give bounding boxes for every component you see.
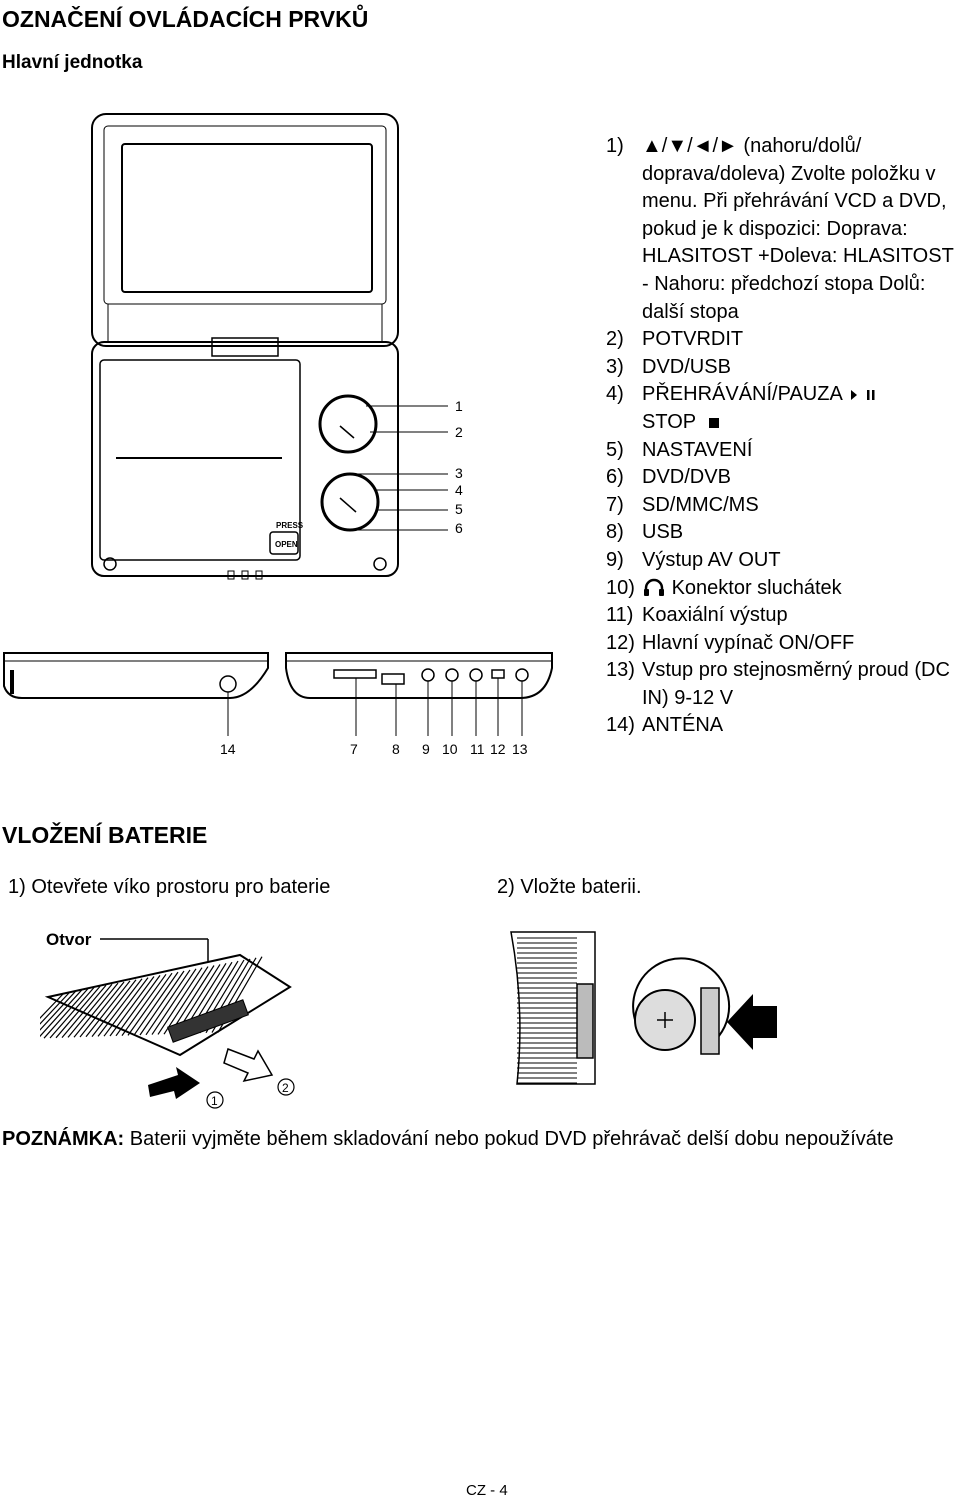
base-outline <box>91 341 399 577</box>
otvor-label: Otvor <box>46 930 92 949</box>
callout-14: 14 <box>220 741 236 757</box>
item-number: 3) <box>606 355 624 378</box>
note-label: POZNÁMKA: <box>2 1128 125 1150</box>
disc-lid <box>99 359 301 561</box>
item-number: 5) <box>606 438 624 461</box>
item-text: USB <box>642 521 684 544</box>
step-marker-2: 2 <box>282 1081 289 1095</box>
battery-step-2: 2) Vložte baterii. <box>497 876 642 898</box>
battery-heading: VLOŽENÍ BATERIE <box>2 822 208 848</box>
item-number: 10) <box>606 576 635 599</box>
callout-1: 1 <box>455 398 463 414</box>
battery-open-illustration: Otvor 1 2 <box>40 930 295 1109</box>
item-text: PŘEHRÁVÁNÍ/PAUZA <box>642 383 842 406</box>
side-view-left <box>3 652 269 699</box>
item-number: 2) <box>606 328 624 351</box>
side-view-right <box>285 652 553 699</box>
item-number: 14) <box>606 714 635 737</box>
battery-step-1: 1) Otevřete víko prostoru pro baterie <box>8 876 331 898</box>
callout-9: 9 <box>422 741 430 757</box>
item-text: DVD/DVB <box>642 466 731 489</box>
device-hatching <box>517 937 577 1084</box>
section-subtitle: Hlavní jednotka <box>2 52 143 73</box>
item-number: 11) <box>606 604 634 627</box>
list-item: 8) USB <box>606 519 960 547</box>
control-circle <box>320 472 380 532</box>
callout-2: 2 <box>455 424 463 440</box>
item-text: POTVRDIT <box>642 328 744 351</box>
callout-6: 6 <box>455 520 463 536</box>
callout-13: 13 <box>512 741 528 757</box>
callout-8: 8 <box>392 741 400 757</box>
callout-7: 7 <box>350 741 358 757</box>
open-label: OPEN <box>275 540 298 549</box>
nav-circle <box>318 394 378 454</box>
item-number: 4) <box>606 383 624 406</box>
screen <box>121 143 373 293</box>
battery-holder <box>632 957 731 1049</box>
callout-5: 5 <box>455 501 463 517</box>
callout-10: 10 <box>442 741 458 757</box>
press-label: PRESS <box>276 521 304 530</box>
list-item: 7) SD/MMC/MS <box>606 492 960 520</box>
item-text: Koaxiální výstup <box>642 604 788 627</box>
slide-arrow <box>223 1048 274 1083</box>
list-item: 2) POTVRDIT <box>606 326 960 354</box>
speaker-grille <box>107 303 383 343</box>
lid-outline <box>91 113 399 347</box>
stop-icon <box>709 417 720 428</box>
item-number: 12) <box>606 631 635 654</box>
list-item: 12) Hlavní vypínač ON/OFF <box>606 630 960 658</box>
item-text-stop: STOP <box>642 410 696 433</box>
page-title: OZNAČENÍ OVLÁDACÍCH PRVKŮ <box>2 6 369 32</box>
callout-12: 12 <box>490 741 506 757</box>
callout-11: 11 <box>470 741 485 757</box>
item-text: SD/MMC/MS <box>642 493 759 516</box>
push-arrow <box>148 1067 200 1099</box>
item-text: Konektor sluchátek <box>671 576 842 599</box>
list-item: 5) NASTAVENÍ <box>606 437 960 465</box>
item-number: 6) <box>606 466 624 489</box>
note-text: Baterii vyjměte během skladování nebo po… <box>124 1128 894 1150</box>
insert-arrow <box>727 994 777 1050</box>
list-item: 4) PŘEHRÁVÁNÍ/PAUZA STOP <box>606 381 960 436</box>
main-unit-diagram: PRESS OPEN 1 2 3 4 5 6 14 7 8 9 10 11 12… <box>3 113 553 757</box>
play-pause-icon <box>851 390 875 401</box>
item-text: ANTÉNA <box>642 714 724 737</box>
list-item: 1) ▲/▼/◄/► (nahoru/dolů/ doprava/doleva) … <box>606 133 960 326</box>
callout-3: 3 <box>455 465 463 481</box>
item-text: NASTAVENÍ <box>642 438 753 461</box>
battery-slot <box>576 983 594 1059</box>
item-text: Výstup AV OUT <box>642 548 781 571</box>
page-number: CZ - 4 <box>466 1482 508 1499</box>
item-number: 7) <box>606 493 624 516</box>
list-item: 14) ANTÉNA <box>606 712 960 740</box>
item-text: ▲/▼/◄/► (nahoru/dolů/ doprava/doleva) Zv… <box>642 135 954 323</box>
item-text: Vstup pro stejnosměrný proud (DC IN) 9-1… <box>642 659 950 709</box>
controls-list: 1) ▲/▼/◄/► (nahoru/dolů/ doprava/doleva) … <box>606 133 960 740</box>
open-button <box>269 531 299 555</box>
list-item: 3) DVD/USB <box>606 354 960 382</box>
list-item: 11) Koaxiální výstup <box>606 602 960 630</box>
headphones-icon <box>644 579 664 597</box>
step-marker-1: 1 <box>211 1094 218 1108</box>
item-number: 13) <box>606 659 635 682</box>
battery-insert-illustration <box>510 931 777 1085</box>
list-item: 10) Konektor sluchátek <box>606 575 960 603</box>
item-number: 1) <box>606 135 624 157</box>
item-number: 9) <box>606 548 624 571</box>
list-item: 13) Vstup pro stejnosměrný proud (DC IN) … <box>606 657 960 712</box>
callout-4: 4 <box>455 482 463 498</box>
battery-door <box>167 999 249 1043</box>
item-text: DVD/USB <box>642 355 731 378</box>
item-text: Hlavní vypínač ON/OFF <box>642 631 855 654</box>
note: POZNÁMKA: Baterii vyjměte během skladová… <box>2 1125 942 1153</box>
list-item: 6) DVD/DVB <box>606 464 960 492</box>
item-number: 8) <box>606 521 624 544</box>
battery-contacts <box>700 987 720 1055</box>
list-item: 9) Výstup AV OUT <box>606 547 960 575</box>
